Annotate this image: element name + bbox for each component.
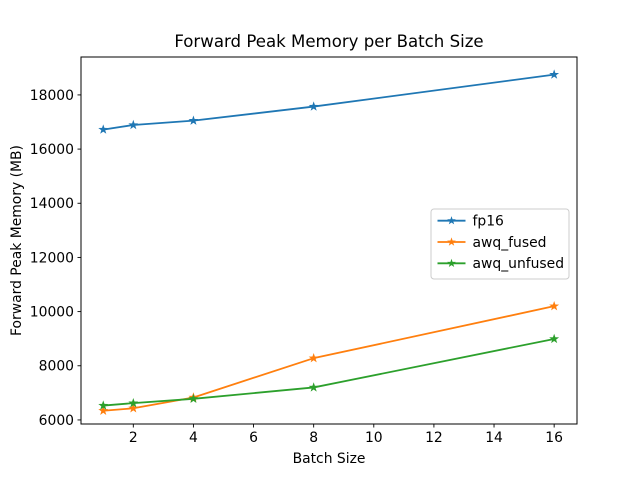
- data-point-awq_unfused: [98, 400, 109, 410]
- y-tick-label: 16000: [30, 142, 74, 158]
- legend: fp16 awq_fused awq_unfused: [430, 208, 570, 280]
- x-tick-label: 10: [365, 430, 383, 446]
- x-tick-label: 16: [545, 430, 563, 446]
- data-point-awq_fused: [98, 405, 109, 415]
- legend-entry-fp16: fp16: [437, 214, 504, 230]
- data-point-awq_fused: [308, 352, 319, 363]
- legend-label: awq_fused: [473, 235, 547, 251]
- series-awq_unfused: [98, 333, 560, 410]
- data-point-fp16: [188, 115, 199, 125]
- x-axis: 2 4 6 8 10 12 14 16: [129, 424, 563, 446]
- data-point-awq_unfused: [128, 397, 139, 408]
- data-point-awq_fused: [128, 403, 139, 413]
- y-axis-label: Forward Peak Memory (MB): [9, 145, 25, 336]
- data-point-awq_unfused: [549, 333, 560, 344]
- x-tick-label: 2: [129, 430, 138, 446]
- y-axis: 6000 8000 10000 12000 14000 16000 18000: [30, 88, 81, 429]
- x-tick-label: 4: [189, 430, 198, 446]
- y-tick-label: 10000: [30, 304, 74, 320]
- x-tick-label: 14: [485, 430, 503, 446]
- legend-entry-awq_unfused: awq_unfused: [437, 256, 565, 272]
- data-series: [98, 69, 560, 415]
- legend-frame: [430, 208, 570, 280]
- data-point-awq_unfused: [308, 382, 319, 392]
- legend-entry-awq_fused: awq_fused: [437, 235, 547, 251]
- legend-label: fp16: [473, 214, 504, 230]
- y-tick-label: 14000: [30, 196, 74, 212]
- series-line-awq_unfused: [103, 338, 555, 407]
- series-fp16: [98, 69, 560, 134]
- y-tick-label: 6000: [39, 413, 74, 429]
- chart-title: Forward Peak Memory per Batch Size: [174, 32, 483, 51]
- legend-marker-sample: [447, 237, 456, 246]
- x-tick-label: 6: [249, 430, 258, 446]
- legend-marker-sample: [447, 216, 456, 225]
- y-tick-label: 12000: [30, 250, 74, 266]
- series-line-fp16: [103, 73, 555, 131]
- plot-area-border: [80, 56, 578, 425]
- data-point-awq_fused: [549, 300, 560, 311]
- legend-marker-sample: [447, 258, 456, 268]
- y-tick-label: 18000: [30, 88, 74, 104]
- series-line-awq_fused: [103, 305, 555, 412]
- x-tick-label: 8: [309, 430, 318, 446]
- data-point-fp16: [549, 69, 560, 79]
- x-axis-label: Batch Size: [293, 451, 366, 467]
- data-point-fp16: [308, 101, 319, 111]
- data-point-fp16: [98, 124, 109, 134]
- data-point-fp16: [128, 119, 139, 130]
- series-awq_fused: [98, 300, 560, 415]
- data-point-awq_unfused: [188, 393, 199, 404]
- y-tick-label: 8000: [39, 359, 74, 375]
- legend-label: awq_unfused: [473, 256, 565, 272]
- x-tick-label: 12: [425, 430, 443, 446]
